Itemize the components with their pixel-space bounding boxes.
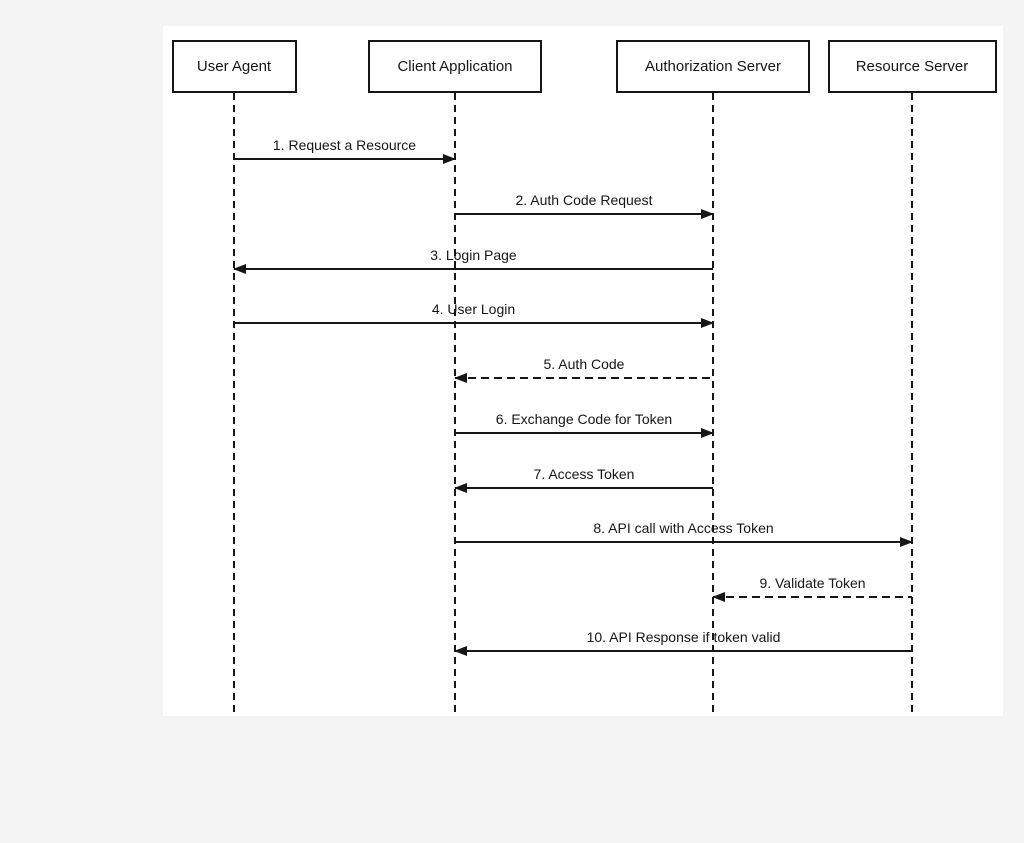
message-10: 10. API Response if token valid (454, 629, 912, 656)
message-line (455, 650, 912, 652)
message-7: 7. Access Token (454, 466, 713, 493)
lifeline-authorization-server (712, 93, 714, 716)
message-2: 2. Auth Code Request (455, 192, 714, 219)
actor-label: Authorization Server (645, 58, 781, 75)
actor-box-resource-server: Resource Server (827, 40, 997, 93)
actor-box-authorization-server: Authorization Server (616, 40, 810, 93)
arrowhead-icon (712, 592, 725, 602)
message-label: 2. Auth Code Request (515, 192, 653, 208)
sequence-diagram: User Agent Client Application Authorizat… (163, 26, 1003, 716)
actor-label: Resource Server (855, 58, 969, 75)
message-6: 6. Exchange Code for Token (455, 411, 714, 438)
message-line (455, 541, 912, 543)
message-line (713, 596, 912, 598)
arrowhead-icon (701, 428, 714, 438)
message-line (234, 322, 713, 324)
actor-box-user-agent: User Agent (171, 40, 297, 93)
actor-label: Client Application (397, 58, 513, 75)
message-label: 7. Access Token (533, 466, 635, 482)
message-4: 4. User Login (234, 301, 714, 328)
message-line (234, 268, 713, 270)
message-label: 1. Request a Resource (272, 137, 417, 153)
message-1: 1. Request a Resource (234, 137, 456, 164)
message-label: 6. Exchange Code for Token (495, 411, 673, 427)
message-label: 5. Auth Code (543, 356, 625, 372)
arrowhead-icon (233, 264, 246, 274)
message-9: 9. Validate Token (712, 575, 912, 602)
arrowhead-icon (701, 318, 714, 328)
lifeline-client-application (454, 93, 456, 716)
lifeline-user-agent (233, 93, 235, 716)
actor-label: User Agent (196, 58, 272, 75)
message-line (455, 487, 713, 489)
arrowhead-icon (701, 209, 714, 219)
message-line (234, 158, 455, 160)
arrowhead-icon (454, 373, 467, 383)
lifeline-resource-server (911, 93, 913, 716)
arrowhead-icon (454, 646, 467, 656)
message-label: 3. Login Page (430, 247, 517, 263)
message-label: 4. User Login (431, 301, 516, 317)
message-line (455, 377, 713, 379)
message-line (455, 432, 713, 434)
arrowhead-icon (900, 537, 913, 547)
message-label: 8. API call with Access Token (593, 520, 774, 536)
message-8: 8. API call with Access Token (455, 520, 913, 547)
message-line (455, 213, 713, 215)
actor-box-client-application: Client Application (368, 40, 542, 93)
message-3: 3. Login Page (233, 247, 713, 274)
message-5: 5. Auth Code (454, 356, 713, 383)
message-label: 10. API Response if token valid (586, 629, 781, 645)
message-label: 9. Validate Token (759, 575, 866, 591)
arrowhead-icon (443, 154, 456, 164)
arrowhead-icon (454, 483, 467, 493)
